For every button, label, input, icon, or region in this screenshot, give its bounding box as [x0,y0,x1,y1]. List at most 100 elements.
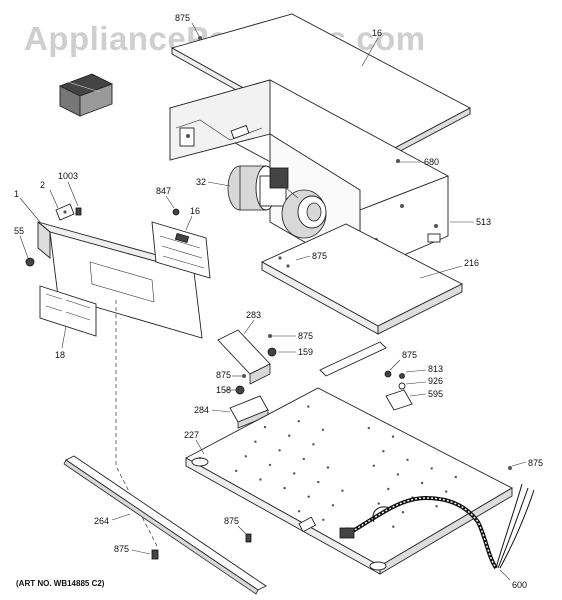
pan-hole [317,480,320,484]
pan-hole [401,511,405,514]
leader-875-r [389,359,401,371]
pan-hole [307,405,310,408]
pan-hole [307,495,310,498]
pan-hole [392,525,395,528]
pan-hole [396,473,400,476]
callout-875-r: 875 [402,350,417,360]
pan-hole [367,426,370,430]
pan-hole [377,502,380,505]
callout-875-b: 875 [216,370,231,380]
leader-595 [409,393,427,397]
callout-2: 2 [40,180,45,190]
callout-55: 55 [14,226,24,236]
callout-158: 158 [216,385,231,395]
callout-875-bot: 875 [114,544,129,554]
screw-1003[interactable] [75,207,82,216]
clip-159[interactable] [267,347,277,357]
pan-hole [297,510,301,513]
callout-595: 595 [428,389,443,399]
callout-227: 227 [184,430,199,440]
leader-813 [405,369,427,373]
leader-227 [195,439,205,455]
pan-hole [430,467,433,470]
leader-284 [211,409,231,413]
screw-847[interactable] [172,208,180,216]
pan-hole [372,464,375,467]
callout-264: 264 [94,516,109,526]
pan-hole [297,420,300,423]
pan-hole [198,456,202,460]
leader-16-top [361,37,379,67]
callout-680: 680 [424,157,439,167]
callout-875-top: 875 [175,13,190,23]
touchpad[interactable] [151,221,211,279]
alignment-line [115,300,159,549]
pan-hole [235,469,238,473]
overlay-label[interactable] [39,285,97,337]
callout-1: 1 [14,189,19,199]
leader-18 [61,325,67,349]
leader-216 [419,265,463,279]
pan-hole [387,487,390,491]
leader-16-panel [185,215,193,231]
callout-875-a: 875 [298,331,313,341]
leader-847 [165,195,175,209]
callout-284: 284 [194,405,209,415]
leader-55 [19,235,29,259]
callout-813: 813 [428,364,443,374]
callout-847: 847 [156,186,171,196]
pan-hole [288,434,291,437]
shelf-rail[interactable] [319,341,387,377]
leader-32 [207,181,231,187]
trim-rail[interactable] [63,455,267,595]
washer-926[interactable] [398,382,406,390]
leader-875-low [237,525,247,535]
pan-hole [278,449,281,452]
pan-hole [293,472,296,475]
screw-875-low[interactable] [245,533,252,543]
callout-875-far: 875 [528,458,543,468]
pan-hole [244,455,247,458]
pan-hole [382,450,385,453]
bracket-284[interactable] [229,395,269,429]
leader-875-top [191,22,200,37]
base-pan[interactable] [185,387,513,575]
control-panel[interactable] [25,221,203,339]
callout-1003: 1003 [58,171,78,181]
pan-hole [435,505,438,508]
bracket-2[interactable] [55,203,75,221]
pan-hole [406,458,409,461]
callout-926: 926 [428,376,443,386]
bracket-283[interactable] [217,329,271,385]
pan-hole [259,478,262,481]
harness[interactable] [339,483,535,570]
leader-875-far [511,461,527,467]
screw-875-bot[interactable] [151,549,159,560]
leader-2 [49,189,59,209]
pan-hole [326,466,330,469]
clip-158[interactable] [235,385,245,395]
callout-16-panel: 16 [190,206,200,216]
leader-875-mid [295,255,311,261]
blower[interactable] [227,165,327,239]
pan-hole [254,440,257,443]
bracket-595[interactable] [385,389,413,411]
pan-hole [302,457,305,461]
pan-hole [420,481,424,485]
callout-513: 513 [476,217,491,227]
pan-hole [331,504,335,507]
pan-hole [283,486,286,490]
pan-hole [391,435,395,438]
pan-hole [268,463,272,467]
upper-shelf[interactable] [260,223,463,335]
manual-box[interactable] [59,73,113,117]
callout-283: 283 [246,310,261,320]
pan-hole [321,428,325,431]
callout-16-top: 16 [372,28,382,38]
leader-926 [405,381,427,385]
pan-hole [454,475,457,479]
leader-600 [499,569,511,581]
screw-813[interactable] [399,373,405,379]
screw-875-r[interactable] [384,370,392,378]
